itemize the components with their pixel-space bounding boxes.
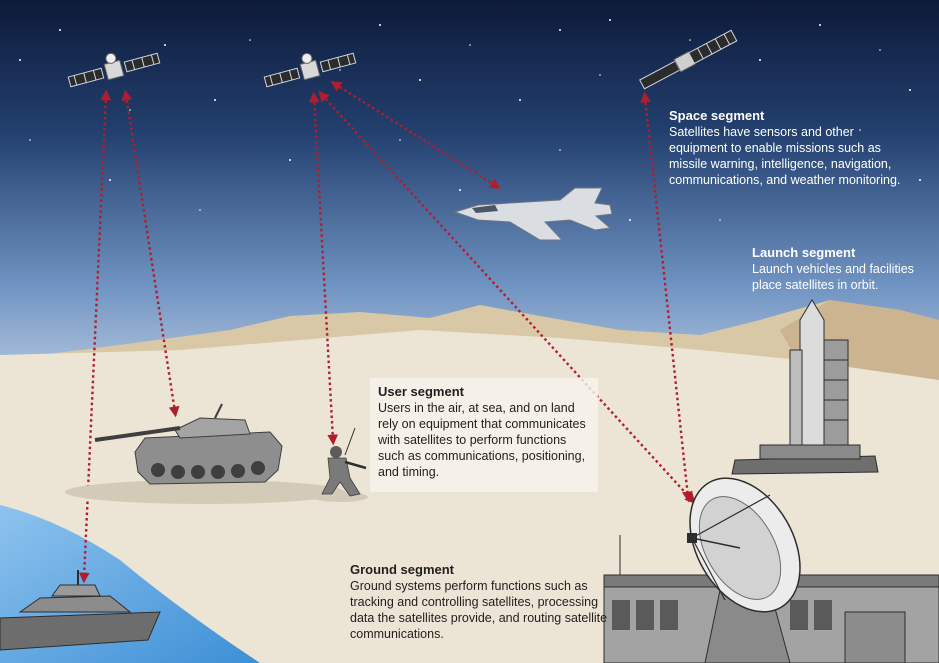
soldier-icon [312, 427, 368, 502]
user-segment-description: Users in the air, at sea, and on land re… [378, 401, 586, 479]
space-segment-label: Space segment Satellites have sensors an… [669, 108, 909, 188]
ground-segment-description: Ground systems perform functions such as… [350, 579, 608, 641]
rocket-icon [731, 299, 879, 475]
launch-segment-label: Launch segment Launch vehicles and facil… [752, 245, 937, 293]
launch-segment-description: Launch vehicles and facilities place sat… [752, 262, 914, 292]
jet-icon [453, 187, 613, 241]
satellite-icon [67, 52, 161, 88]
satellite-icon [639, 29, 738, 90]
user-segment-label: User segment Users in the air, at sea, a… [370, 378, 598, 492]
satellite-icon [263, 52, 357, 88]
ship-icon [0, 570, 161, 651]
space-segment-title: Space segment [669, 108, 765, 123]
tank-icon [65, 403, 345, 504]
launch-segment-title: Launch segment [752, 245, 856, 260]
ground-segment-title: Ground segment [350, 562, 455, 577]
user-segment-title: User segment [378, 384, 464, 399]
dish-icon [687, 477, 801, 663]
space-segment-description: Satellites have sensors and other equipm… [669, 125, 901, 187]
ground-segment-label: Ground segment Ground systems perform fu… [350, 562, 610, 642]
